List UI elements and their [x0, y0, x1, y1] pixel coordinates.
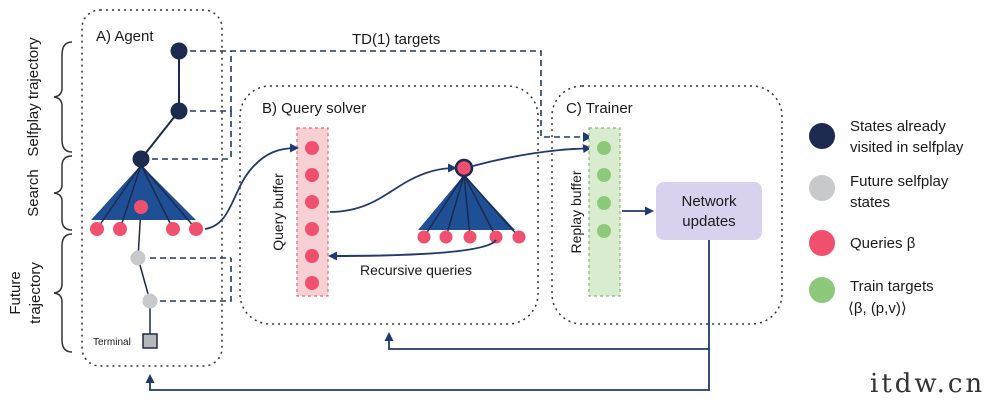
- trainer-panel: [551, 85, 783, 325]
- query-solver-title: B) Query solver: [262, 100, 366, 117]
- network-to-agent-arrow: [145, 349, 710, 391]
- query-node: [439, 230, 453, 244]
- recursive-queries-arrow: [328, 239, 497, 261]
- tree-edge: [463, 174, 520, 238]
- legend: States already visited in selfplay Futur…: [809, 118, 964, 317]
- network-updates-label-line1: Network: [681, 193, 737, 210]
- td-targets-arrowhead: [583, 132, 592, 142]
- solver-root-node: [454, 158, 474, 178]
- query-node: [489, 230, 503, 244]
- tree-edge: [140, 164, 197, 230]
- tree-edge: [463, 174, 497, 238]
- tree-edge: [463, 174, 471, 238]
- search-side-label: Search: [25, 169, 42, 217]
- legend-visited-line1: States already: [850, 118, 946, 135]
- future-side-label-line1: Future: [7, 271, 24, 314]
- query-buffer-label: Query buffer: [270, 173, 286, 251]
- legend-green-circle-icon: [809, 277, 835, 303]
- tree-edge: [96, 164, 142, 230]
- tree-edge: [140, 164, 174, 230]
- network-to-solver-arrow: [384, 240, 710, 350]
- selfplay-trajectory-label: Selfplay trajectory: [25, 37, 42, 157]
- legend-pink-circle-icon: [809, 230, 835, 256]
- legend-gray-circle-icon: [809, 175, 835, 201]
- trainer-title: C) Trainer: [566, 100, 633, 117]
- network-updates-box: [656, 182, 762, 240]
- query-flow-arrow: [204, 143, 299, 230]
- query-node: [417, 230, 431, 244]
- future-brace: [53, 233, 73, 353]
- legend-targets-line1: Train targets: [850, 278, 934, 295]
- future-state-node: [142, 293, 158, 309]
- query-buffer-item: [305, 276, 319, 290]
- tree-edge: [423, 174, 465, 238]
- query-node: [463, 230, 477, 244]
- search-brace: [53, 155, 73, 231]
- tree-edge: [119, 164, 142, 230]
- visited-state-node: [170, 42, 188, 60]
- query-buffer-item: [305, 195, 319, 209]
- query-node: [113, 222, 127, 236]
- legend-future-line2: states: [850, 194, 890, 211]
- replay-buffer-label: Replay buffer: [568, 170, 584, 253]
- search-tree-triangle: [91, 165, 196, 220]
- legend-queries-line1: Queries β: [850, 235, 916, 252]
- recursive-queries-label: Recursive queries: [360, 262, 472, 278]
- terminal-label: Terminal: [93, 337, 131, 348]
- query-node: [512, 230, 526, 244]
- replay-buffer: [588, 127, 621, 297]
- replay-buffer-item: [597, 196, 611, 210]
- solve-flow-arrow: [329, 163, 457, 213]
- legend-dark-navy-circle-icon: [809, 123, 835, 149]
- query-buffer-item: [305, 249, 319, 263]
- agent-title: A) Agent: [96, 28, 154, 45]
- network-updates-label-line2: updates: [682, 213, 735, 230]
- visited-state-node: [170, 102, 188, 120]
- query-node: [189, 222, 203, 236]
- replay-buffer-item: [597, 224, 611, 238]
- td-targets-connectors: [150, 50, 583, 302]
- query-buffer-item: [305, 222, 319, 236]
- selfplay-brace: [53, 41, 73, 153]
- legend-future-line1: Future selfplay: [850, 173, 949, 190]
- query-buffer-item: [305, 141, 319, 155]
- visited-state-node: [132, 150, 150, 168]
- terminal-state-node: [142, 333, 158, 349]
- replay-buffer-item: [597, 168, 611, 182]
- future-state-node: [130, 250, 146, 266]
- query-node: [134, 200, 148, 214]
- tree-edge: [445, 174, 465, 238]
- legend-visited-line2: visited in selfplay: [850, 139, 964, 156]
- query-node: [90, 222, 104, 236]
- query-buffer: [296, 127, 329, 297]
- query-node: [166, 222, 180, 236]
- legend-targets-line2: ⟨β, (p,v)⟩: [848, 300, 907, 317]
- trajectory-edge: [140, 110, 180, 160]
- future-side-label-line2: trajectory: [27, 262, 44, 324]
- watermark: itdw.cn: [870, 369, 985, 399]
- train-target-flow-arrow: [472, 144, 592, 167]
- query-buffer-item: [305, 168, 319, 182]
- replay-buffer-item: [597, 141, 611, 155]
- td-targets-label: TD(1) targets: [352, 31, 440, 48]
